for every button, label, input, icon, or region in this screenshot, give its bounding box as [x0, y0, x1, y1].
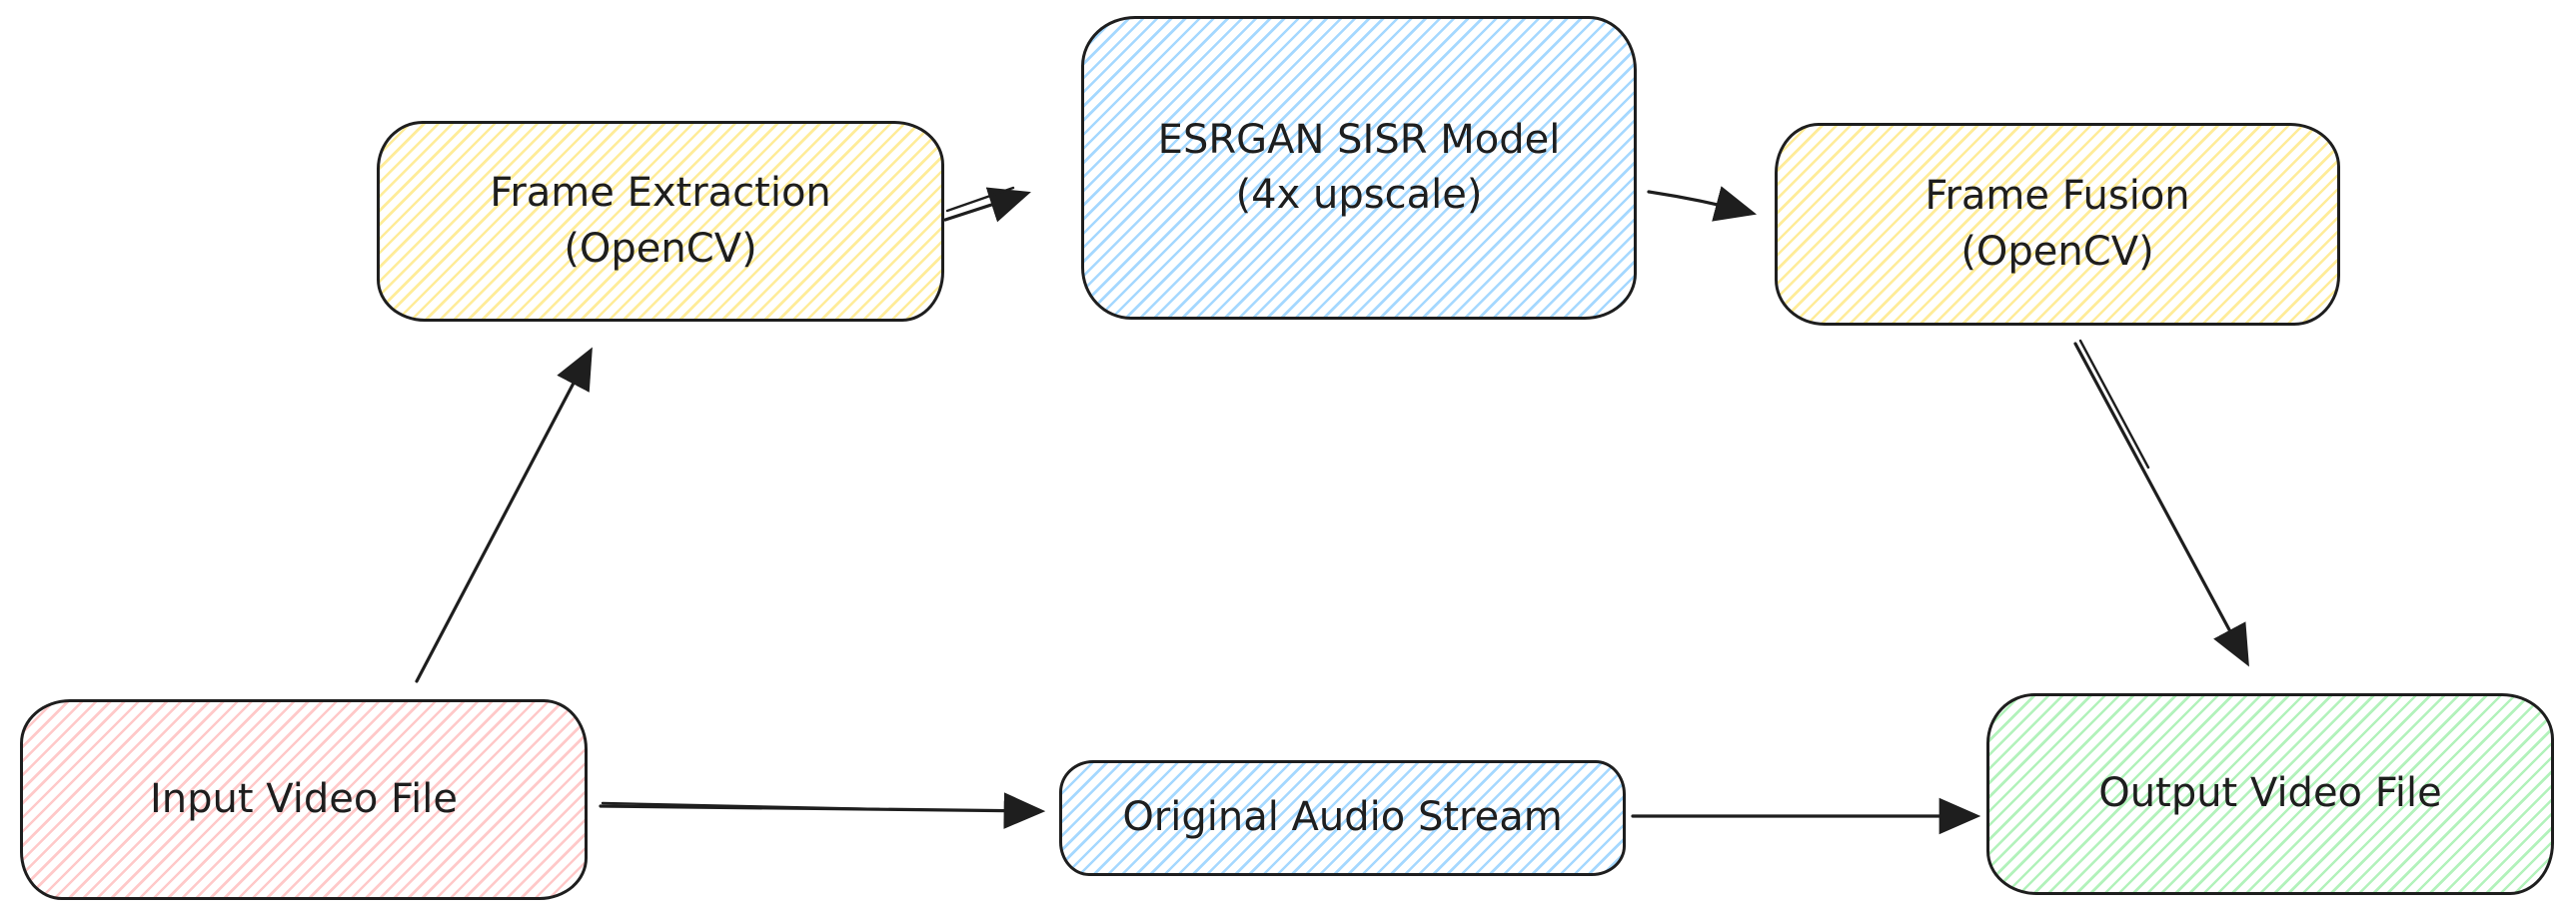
arrow-overdraw-line: [945, 186, 1015, 213]
arrow-line[interactable]: [599, 792, 1046, 829]
arrow-line[interactable]: [2073, 342, 2249, 667]
node-original-audio-stream[interactable]: Original Audio Stream: [1059, 760, 1626, 876]
node-input-video-file[interactable]: Input Video File: [20, 699, 588, 900]
node-esrgan-sisr-model[interactable]: ESRGAN SISR Model (4x upscale): [1081, 16, 1637, 320]
node-label-line2: (OpenCV): [1960, 228, 2154, 275]
arrow-esrgan-to-frame-fusion[interactable]: [1647, 186, 1758, 222]
arrow-line[interactable]: [943, 187, 1031, 223]
node-frame-fusion[interactable]: Frame Fusion (OpenCV): [1775, 123, 2340, 326]
node-output-video-file[interactable]: Output Video File: [1986, 693, 2554, 895]
arrow-frame-fusion-to-output[interactable]: [2073, 339, 2249, 667]
arrow-frame-extraction-to-esrgan[interactable]: [943, 186, 1031, 223]
arrow-overdraw-line: [2078, 339, 2150, 469]
node-label-line1: ESRGAN SISR Model: [1157, 116, 1561, 163]
arrow-input-to-frame-extraction[interactable]: [415, 347, 593, 683]
arrow-overdraw-line: [601, 801, 881, 811]
arrow-line[interactable]: [1647, 186, 1758, 222]
arrow-input-to-audio-stream[interactable]: [599, 792, 1046, 829]
node-frame-extraction[interactable]: Frame Extraction (OpenCV): [377, 121, 944, 322]
node-label: Original Audio Stream: [1122, 794, 1563, 841]
node-label-line2: (4x upscale): [1235, 172, 1483, 218]
node-label: Output Video File: [2098, 770, 2442, 817]
node-label-line1: Frame Fusion: [1925, 173, 2190, 220]
node-label-line2: (OpenCV): [564, 225, 757, 272]
arrow-line[interactable]: [415, 347, 593, 683]
node-label-line1: Frame Extraction: [490, 170, 831, 217]
node-label: Input Video File: [149, 775, 458, 822]
